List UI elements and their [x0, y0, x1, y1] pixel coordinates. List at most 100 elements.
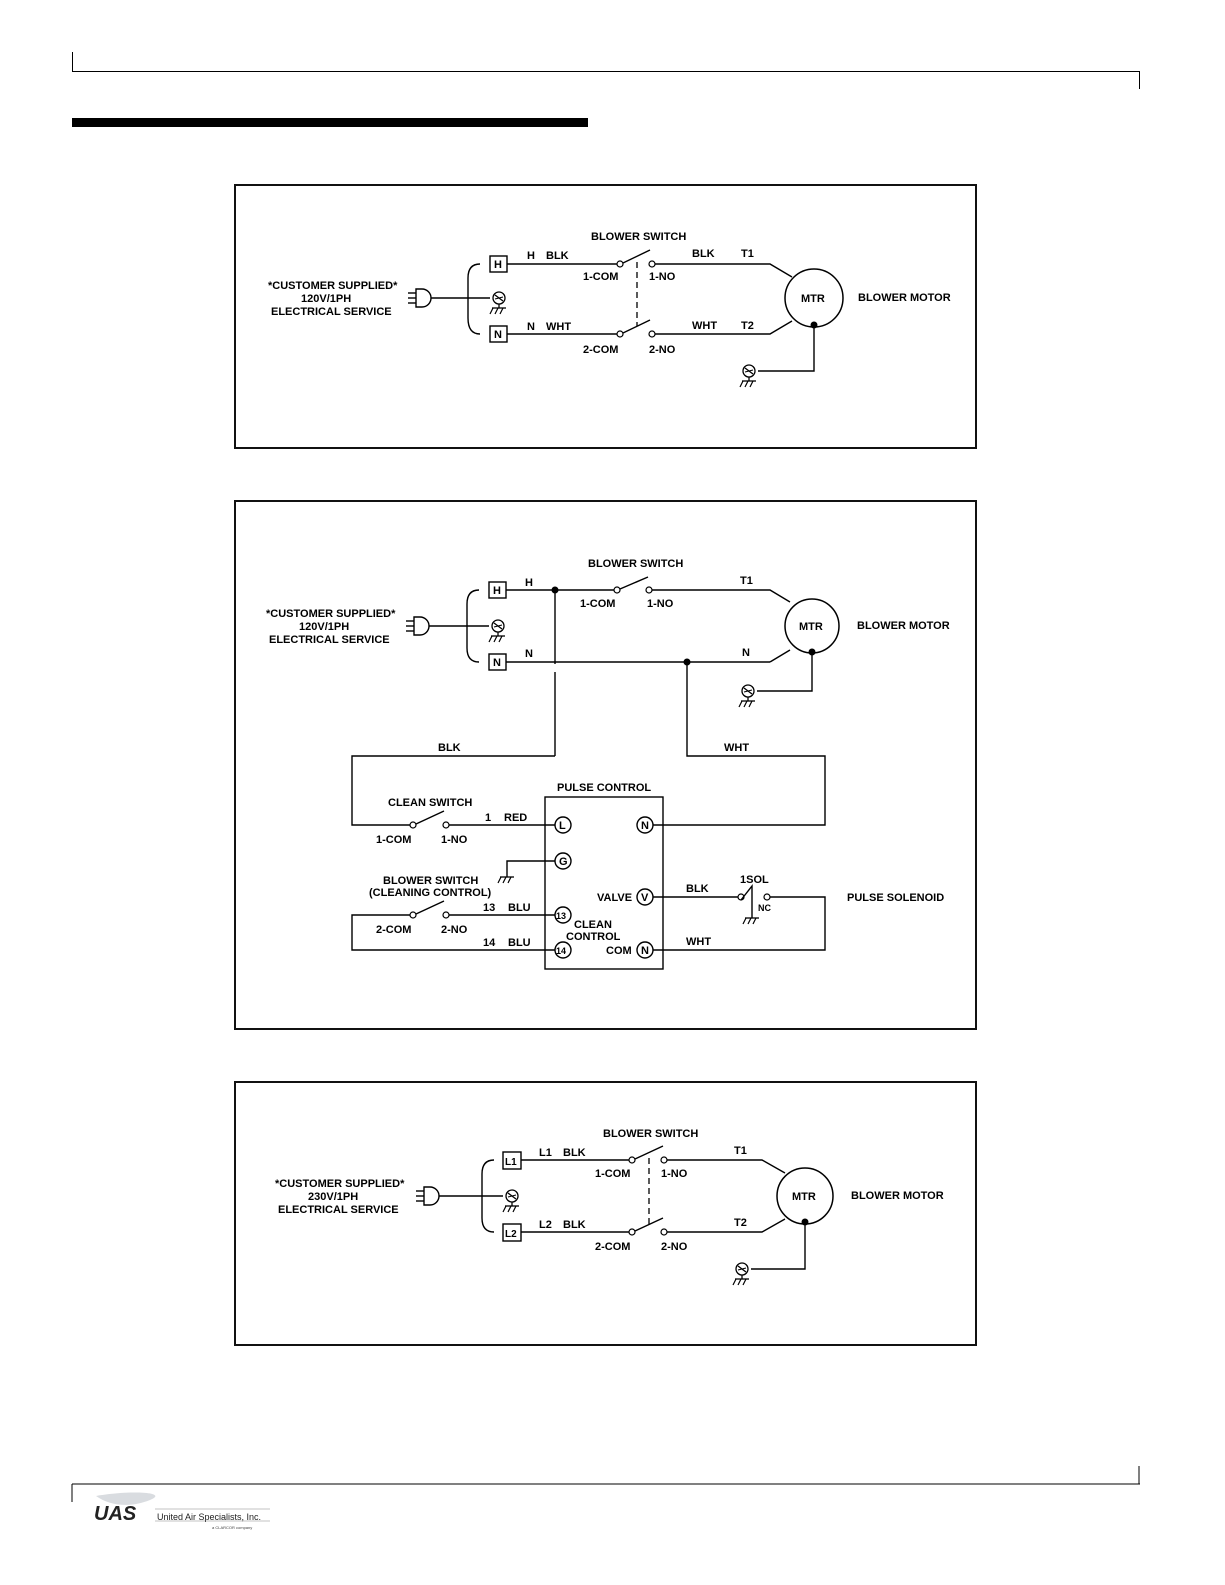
- clean-switch-com: 1-COM: [376, 834, 411, 846]
- pulse-control-box: [544, 796, 664, 970]
- clean-switch-no: 1-NO: [441, 834, 468, 846]
- diagram-frame-120v: [234, 184, 977, 449]
- ground-icon-g: [497, 876, 515, 884]
- out-wire-blk: BLK: [692, 248, 715, 260]
- motor-t2: T2: [734, 1217, 747, 1229]
- blower-motor-label: BLOWER MOTOR: [857, 620, 950, 632]
- switch-2-com: 2-COM: [583, 344, 618, 356]
- motor-t2: T2: [741, 320, 754, 332]
- motor-ground-icon: [732, 1262, 750, 1286]
- solenoid-1sol: 1SOL: [740, 874, 769, 886]
- wire-1-label: 1: [485, 812, 491, 824]
- terminal-n-label: N: [493, 657, 501, 669]
- terminal-h-label: H: [494, 259, 502, 271]
- switch-1-no: 1-NO: [647, 598, 674, 610]
- company-name: United Air Specialists, Inc.: [157, 1512, 262, 1522]
- terminal-13: [554, 906, 572, 924]
- header-tick-right: [1139, 71, 1140, 89]
- wire-label-l2: L2: [539, 1219, 552, 1231]
- ground-icon: [488, 619, 506, 643]
- logo-text: UAS: [94, 1503, 137, 1525]
- motor-label: MTR: [792, 1191, 816, 1203]
- terminal-l2-label: L2: [505, 1229, 517, 1240]
- switch-2-no: 2-NO: [661, 1241, 688, 1253]
- diagram-frame-120v-pulse: [234, 500, 977, 1030]
- supply-label-2: 230V/1PH: [308, 1191, 358, 1203]
- plug-icon: [415, 1186, 440, 1206]
- uas-logo: UAS: [94, 1492, 270, 1525]
- header-tick-left: [72, 52, 73, 72]
- terminal-13-label: 13: [556, 911, 566, 921]
- switch-1-no: 1-NO: [661, 1168, 688, 1180]
- diagram-frame-230v: [234, 1081, 977, 1346]
- wire-label-l1: L1: [539, 1147, 552, 1159]
- terminal-g-label: G: [559, 856, 568, 868]
- ground-icon: [502, 1189, 520, 1213]
- wire-color-blk: BLK: [546, 250, 569, 262]
- motor-label: MTR: [799, 621, 823, 633]
- pulse-control-title: PULSE CONTROL: [557, 782, 651, 794]
- wire-l2-blk: BLK: [563, 1219, 586, 1231]
- clean-switch-title: CLEAN SWITCH: [388, 797, 472, 809]
- terminal-n-pc: [636, 816, 654, 834]
- wire-l1-blk: BLK: [563, 1147, 586, 1159]
- section-title-bar: [72, 118, 588, 127]
- terminal-n-label: N: [494, 329, 502, 341]
- terminal-l1-label: L1: [505, 1157, 517, 1168]
- blower-switch-title: BLOWER SWITCH: [588, 558, 683, 570]
- wire-red-label: RED: [504, 812, 527, 824]
- motor-n: N: [742, 647, 750, 659]
- diagram-2: *CUSTOMER SUPPLIED* 120V/1PH ELECTRICAL …: [266, 558, 950, 970]
- wire-13-blu: BLU: [508, 902, 531, 914]
- motor-t1: T1: [740, 575, 753, 587]
- terminal-14-label: 14: [556, 946, 566, 956]
- company-subtitle: a CLARCOR company: [212, 1525, 253, 1530]
- out-wire-wht: WHT: [692, 320, 717, 332]
- cleaning-switch-title: BLOWER SWITCH: [383, 875, 478, 887]
- switch-1-com: 1-COM: [595, 1168, 630, 1180]
- wire-14-label: 14: [483, 937, 496, 949]
- blower-switch-title: BLOWER SWITCH: [591, 231, 686, 243]
- terminal-v-label: V: [641, 892, 649, 904]
- solenoid-nc: NC: [758, 903, 771, 913]
- motor-t1: T1: [734, 1145, 747, 1157]
- blower-motor-label: BLOWER MOTOR: [858, 292, 951, 304]
- solenoid-ground-icon: [742, 917, 760, 925]
- blower-switch-title: BLOWER SWITCH: [603, 1128, 698, 1140]
- terminal-l: [554, 816, 572, 834]
- valve-wire-blk: BLK: [686, 883, 709, 895]
- motor-t1: T1: [741, 248, 754, 260]
- blower-motor-label: BLOWER MOTOR: [851, 1190, 944, 1202]
- clean-control-label-2: CONTROL: [566, 931, 621, 943]
- cleaning-switch-subtitle: (CLEANING CONTROL): [369, 887, 492, 899]
- supply-label-2: 120V/1PH: [301, 293, 351, 305]
- motor-label: MTR: [801, 293, 825, 305]
- cleaning-switch-com: 2-COM: [376, 924, 411, 936]
- wire-label-h: H: [527, 250, 535, 262]
- wire-blk-label: BLK: [438, 742, 461, 754]
- supply-label-1: *CUSTOMER SUPPLIED*: [266, 608, 396, 620]
- terminal-h-label: H: [493, 585, 501, 597]
- com-label: COM: [606, 945, 632, 957]
- wire-label-h: H: [525, 577, 533, 589]
- diagram-3: *CUSTOMER SUPPLIED* 230V/1PH ELECTRICAL …: [275, 1128, 944, 1286]
- switch-1-no: 1-NO: [649, 271, 676, 283]
- supply-label-3: ELECTRICAL SERVICE: [278, 1204, 399, 1216]
- terminal-14: [554, 941, 572, 959]
- switch-2-com: 2-COM: [595, 1241, 630, 1253]
- valve-label: VALVE: [597, 892, 632, 904]
- wire-13-label: 13: [483, 902, 495, 914]
- supply-label-3: ELECTRICAL SERVICE: [271, 306, 392, 318]
- cleaning-switch-no: 2-NO: [441, 924, 468, 936]
- header-rule-top: [72, 71, 1140, 72]
- plug-icon: [407, 288, 432, 308]
- ground-icon: [489, 291, 507, 315]
- supply-label-1: *CUSTOMER SUPPLIED*: [268, 280, 398, 292]
- supply-label-1: *CUSTOMER SUPPLIED*: [275, 1178, 405, 1190]
- motor-ground-icon: [739, 364, 757, 388]
- com-wire-wht: WHT: [686, 936, 711, 948]
- supply-label-3: ELECTRICAL SERVICE: [269, 634, 390, 646]
- pulse-solenoid-label: PULSE SOLENOID: [847, 892, 944, 904]
- motor-ground-icon: [738, 684, 756, 708]
